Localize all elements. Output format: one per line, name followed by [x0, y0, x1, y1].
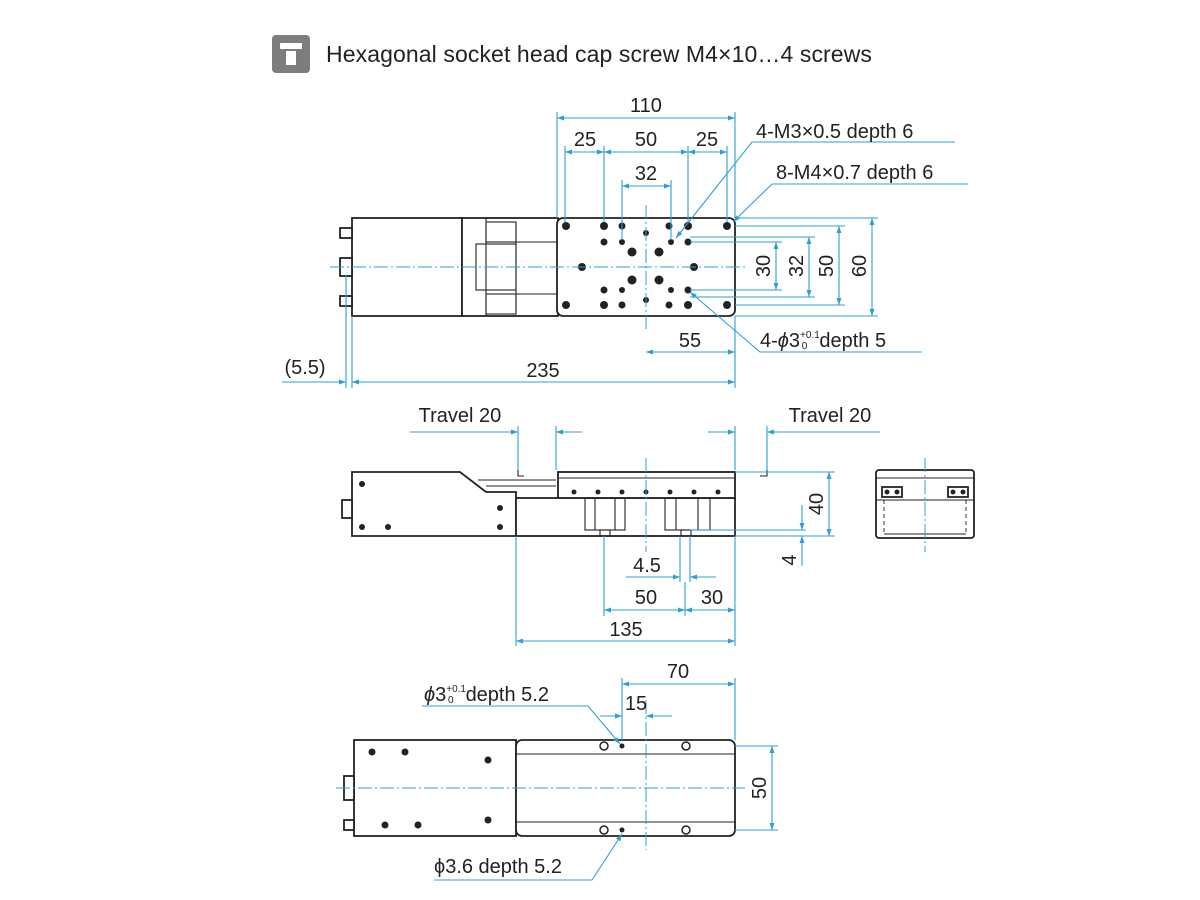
callout-hole36: ϕ3.6 depth 5.2: [434, 856, 562, 878]
legend-text: Hexagonal socket head cap screw M4×10…4 …: [326, 40, 873, 67]
dim-25-left: 25: [574, 129, 596, 151]
end-view: [875, 458, 975, 552]
travel-right: Travel 20: [789, 405, 872, 427]
dim-70: 70: [667, 661, 689, 683]
callout-m3: 4-M3×0.5 depth 6: [756, 121, 913, 143]
dim-60: 60: [849, 255, 871, 277]
dim-5-5: (5.5): [284, 357, 325, 379]
dim-32-v: 32: [786, 255, 808, 277]
dim-50-v: 50: [816, 255, 838, 277]
dim-110: 110: [630, 95, 662, 117]
side-view: Travel 20 Travel 20: [341, 405, 975, 646]
top-view: 110 25 50 25 32 4-M3×0.5 depth 6 8-M4×0.…: [282, 95, 968, 388]
dim-50: 50: [635, 129, 657, 151]
dim-15: 15: [625, 693, 647, 715]
dim-30-side: 30: [701, 587, 723, 609]
callout-m4: 8-M4×0.7 depth 6: [776, 162, 933, 184]
dim-50-side: 50: [635, 587, 657, 609]
hex-socket-screw-icon: [272, 35, 310, 73]
dim-30: 30: [753, 255, 775, 277]
dim-235: 235: [526, 360, 559, 382]
motor-side: [351, 471, 517, 537]
screw-legend: Hexagonal socket head cap screw M4×10…4 …: [272, 35, 873, 73]
dim-50-bottom: 50: [749, 777, 771, 799]
dim-55: 55: [679, 330, 701, 352]
dim-32: 32: [635, 163, 657, 185]
dim-40: 40: [806, 493, 828, 515]
travel-left: Travel 20: [419, 405, 502, 427]
dim-25-right: 25: [696, 129, 718, 151]
dim-4: 4: [779, 554, 801, 565]
dim-4-5: 4.5: [633, 555, 661, 577]
dim-135: 135: [609, 619, 642, 641]
